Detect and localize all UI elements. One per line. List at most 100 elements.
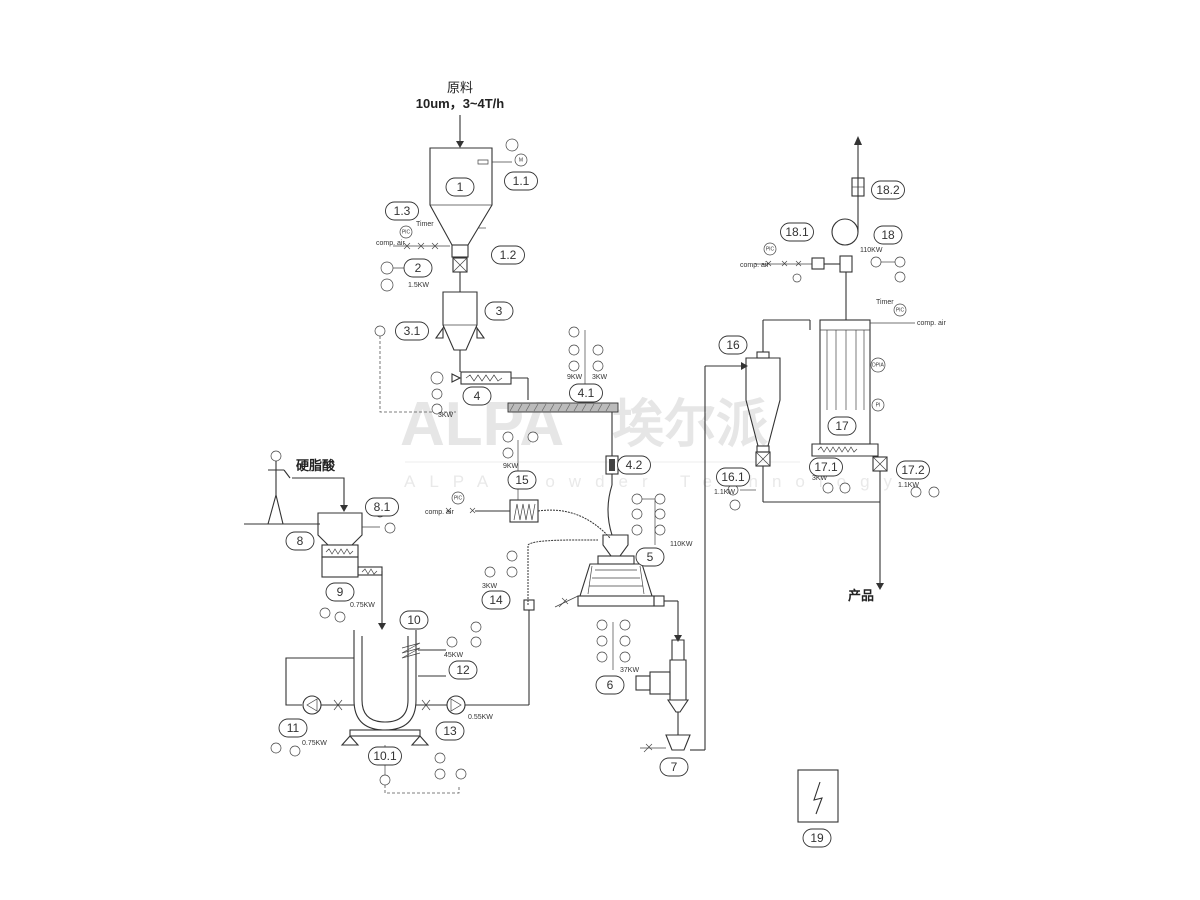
tag-label: 7 <box>671 760 678 774</box>
tag-2: 2 <box>403 258 433 278</box>
tag-17-2: 17.2 <box>896 460 930 480</box>
tag-bubble <box>617 455 651 475</box>
tag-label: 16 <box>726 338 740 352</box>
classifier-mill-5: 110KW <box>554 493 693 642</box>
svg-text:PIC: PIC <box>766 246 775 252</box>
svg-text:PIC: PIC <box>454 495 463 501</box>
svg-text:comp. air: comp. air <box>917 320 946 327</box>
tag-19: 19 <box>802 828 832 848</box>
tag-12: 12 <box>448 660 478 680</box>
feed-label: 原料 <box>447 80 473 95</box>
tag-1: 1 <box>445 177 475 197</box>
additive-hopper-8: 0.75KW <box>317 506 396 630</box>
tag-bubble <box>285 531 315 551</box>
motor-group-4-1: 9KW 3KW <box>567 326 608 400</box>
tag-label: 12 <box>456 663 470 677</box>
heater-15: PIC comp. air 9KW <box>425 431 611 539</box>
svg-text:3KW: 3KW <box>438 412 454 419</box>
tag-bubble <box>481 590 511 610</box>
rotary-valve-7 <box>640 362 748 753</box>
tag-label: 11 <box>287 721 300 735</box>
tag-bubble <box>569 383 603 403</box>
tag-bubble <box>659 757 689 777</box>
tag-1-2: 1.2 <box>491 245 525 265</box>
motor-group-14: 3KW <box>482 550 518 590</box>
watermark-cn: 埃尔派 <box>612 396 768 454</box>
bag-filter-17: DPIA PI 3KW 1.1KW PIC Timer comp. air <box>811 299 946 590</box>
tag-1-1: 1.1 <box>504 171 538 191</box>
svg-text:1.1KW: 1.1KW <box>898 482 919 489</box>
circulation-pumps: 0.55KW 0.75KW <box>270 657 529 780</box>
tag-label: 4 <box>474 389 481 403</box>
worker-figure <box>244 450 320 525</box>
tag-bubble <box>403 258 433 278</box>
svg-text:comp. air: comp. air <box>425 509 454 516</box>
tag-label: 1.2 <box>500 248 517 262</box>
feed-spec: 10um，3~4T/h <box>416 96 505 111</box>
tag-bubble <box>278 718 308 738</box>
tag-label: 10.1 <box>373 749 397 763</box>
svg-text:0.75KW: 0.75KW <box>350 602 375 609</box>
tag-bubble <box>368 746 402 766</box>
tag-label: 14 <box>489 593 503 607</box>
svg-text:9KW: 9KW <box>503 463 519 470</box>
tag-6: 6 <box>595 675 625 695</box>
tag-label: 8.1 <box>374 500 391 514</box>
tag-label: 4.1 <box>578 386 595 400</box>
tag-label: 18 <box>881 228 895 242</box>
tag-1-3: 1.3 <box>385 201 419 221</box>
svg-text:0.55KW: 0.55KW <box>468 714 493 721</box>
tag-bubble <box>385 201 419 221</box>
tag-bubble <box>484 301 514 321</box>
tag-3-1: 3.1 <box>395 321 429 341</box>
svg-text:comp. air: comp. air <box>376 240 405 247</box>
tag-label: 8 <box>297 534 304 548</box>
tag-8-1: 8.1 <box>365 497 399 517</box>
valve-assembly-1-3: PIC Timer comp. air <box>376 221 450 250</box>
tag-bubble <box>595 675 625 695</box>
tag-bubble <box>504 171 538 191</box>
tag-10: 10 <box>399 610 429 630</box>
tag-16-1: 16.1 <box>716 467 750 487</box>
svg-text:PI: PI <box>876 402 881 408</box>
motor-group-6: 37KW <box>596 619 690 735</box>
reactor-10 <box>340 630 460 794</box>
tag-bubble <box>871 180 905 200</box>
tag-label: 3 <box>496 304 503 318</box>
svg-text:1.1KW: 1.1KW <box>714 489 735 496</box>
tag-label: 15 <box>515 473 529 487</box>
svg-text:3KW: 3KW <box>482 583 498 590</box>
tag-18-2: 18.2 <box>871 180 905 200</box>
tag-4: 4 <box>462 386 492 406</box>
tag-7: 7 <box>659 757 689 777</box>
tag-bubble <box>802 828 832 848</box>
tag-label: 2 <box>415 261 422 275</box>
tag-label: 13 <box>443 724 457 738</box>
tag-bubble <box>491 245 525 265</box>
svg-text:PIC: PIC <box>402 229 411 235</box>
power-2: 1.5KW <box>408 282 429 289</box>
svg-text:45KW: 45KW <box>444 652 463 659</box>
tag-bubble <box>507 470 537 490</box>
tag-4-2: 4.2 <box>617 455 651 475</box>
tag-label: 18.1 <box>785 225 809 239</box>
svg-text:comp. air: comp. air <box>740 262 769 269</box>
tag-label: 1.3 <box>394 204 411 218</box>
tag-bubble <box>395 321 429 341</box>
tag-label: 4.2 <box>626 458 643 472</box>
tag-18-1: 18.1 <box>780 222 814 242</box>
tag-5: 5 <box>635 547 665 567</box>
tag-label: 19 <box>810 831 824 845</box>
svg-text:DPIA: DPIA <box>872 362 884 368</box>
tag-bubble <box>399 610 429 630</box>
fan-18: 110KW <box>831 136 906 320</box>
tag-bubble <box>462 386 492 406</box>
motor-group-12: 45KW <box>444 621 482 659</box>
tag-8: 8 <box>285 531 315 551</box>
electrical-cabinet-19 <box>797 769 839 823</box>
tag-bubble <box>365 497 399 517</box>
tag-bubble <box>873 225 903 245</box>
